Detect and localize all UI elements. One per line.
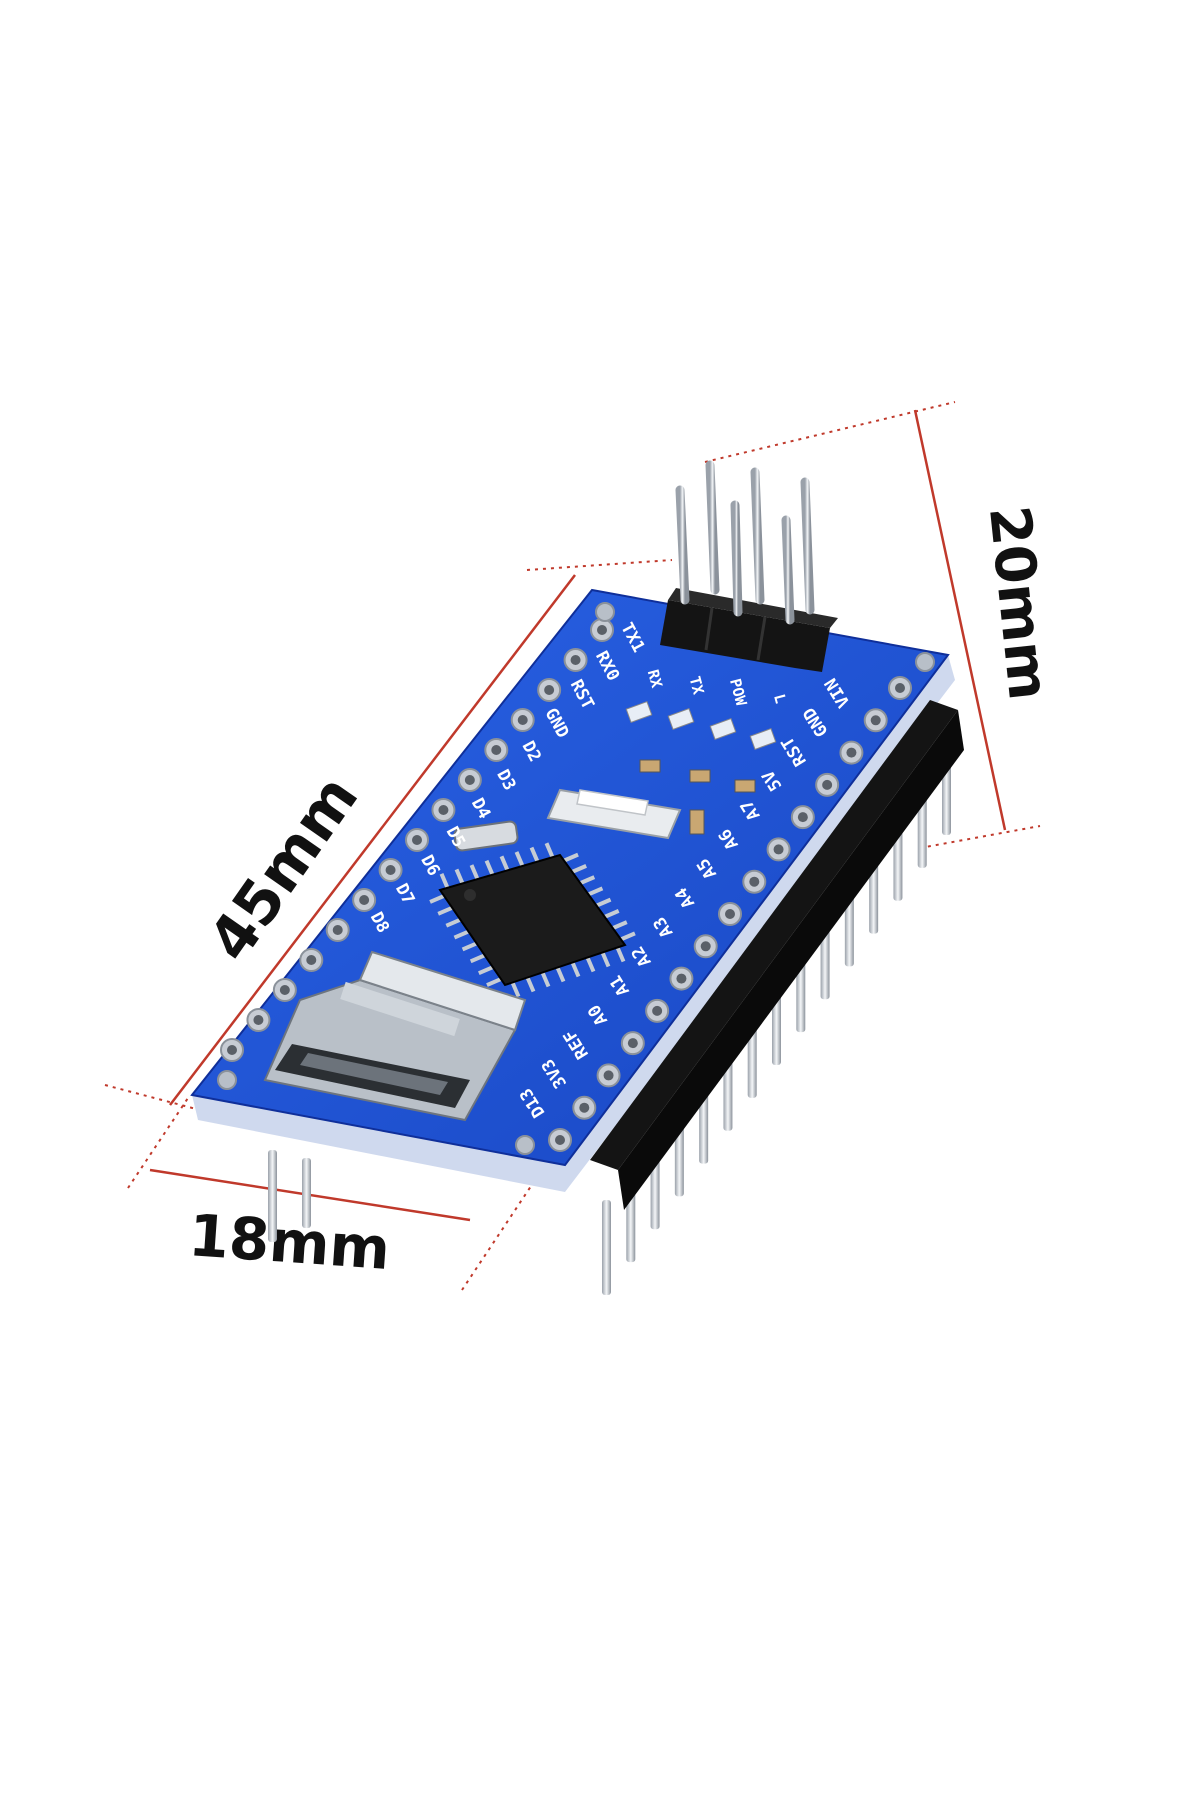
pin-pad — [815, 772, 840, 797]
icsp-header — [660, 460, 838, 672]
pin-pad — [272, 978, 297, 1002]
pin-pad — [548, 1128, 572, 1152]
pin-pad — [693, 934, 718, 959]
dimension-lines — [104, 401, 1041, 1291]
height-dimension-line — [913, 409, 1007, 831]
silkscreen-label: TX — [685, 674, 707, 696]
right-pin-pads — [548, 676, 912, 1152]
length-dimension-line — [169, 574, 576, 1106]
pin-pad — [590, 618, 614, 642]
width-label: 18mm — [186, 1201, 392, 1283]
length-extension-bottom — [104, 1084, 201, 1111]
pin-pad — [405, 828, 429, 852]
pin-pad — [457, 768, 482, 792]
pin-pad — [766, 837, 791, 862]
pin-pad — [596, 1063, 621, 1088]
pin-pad — [669, 966, 694, 991]
pin-pad — [839, 740, 864, 765]
mini-usb-connector — [263, 950, 527, 1122]
pin-pad — [563, 648, 588, 672]
length-extension-top — [526, 559, 673, 571]
microcontroller-chip — [429, 842, 636, 998]
pin-leg — [602, 1200, 611, 1295]
left-pin-pads — [220, 618, 614, 1062]
pin-pad — [863, 708, 888, 733]
silkscreen-label: L — [770, 692, 790, 705]
pin-pad — [431, 798, 456, 822]
pin-pad — [645, 998, 670, 1023]
height-label: 20mm — [976, 503, 1061, 703]
pin-pad — [888, 676, 912, 700]
width-extension-right — [461, 1164, 546, 1291]
pin-pad — [742, 869, 767, 894]
mounting-holes — [217, 602, 935, 1155]
height-extension-top — [704, 401, 956, 463]
pin-pad — [378, 858, 403, 882]
pin-pad — [537, 678, 562, 702]
pin-pad — [299, 948, 324, 972]
width-extension-left — [127, 1094, 191, 1189]
left-pin-legs — [268, 1150, 311, 1242]
pin-pad — [352, 888, 377, 912]
pin-pad — [325, 918, 350, 942]
pin-pad — [484, 738, 509, 762]
reset-button — [546, 788, 682, 840]
pin-pad — [572, 1095, 597, 1120]
crystal — [453, 820, 519, 852]
pin-pad — [246, 1008, 271, 1032]
status-leds — [625, 701, 777, 835]
right-pin-header — [590, 700, 964, 1210]
pin-pad — [220, 1038, 244, 1062]
pin-pad — [510, 708, 535, 732]
pin-pad — [718, 902, 742, 926]
silkscreen-label: RX — [644, 668, 666, 690]
pin-pad — [790, 805, 815, 830]
pin-pad — [620, 1031, 645, 1056]
height-extension-bottom — [919, 825, 1041, 849]
